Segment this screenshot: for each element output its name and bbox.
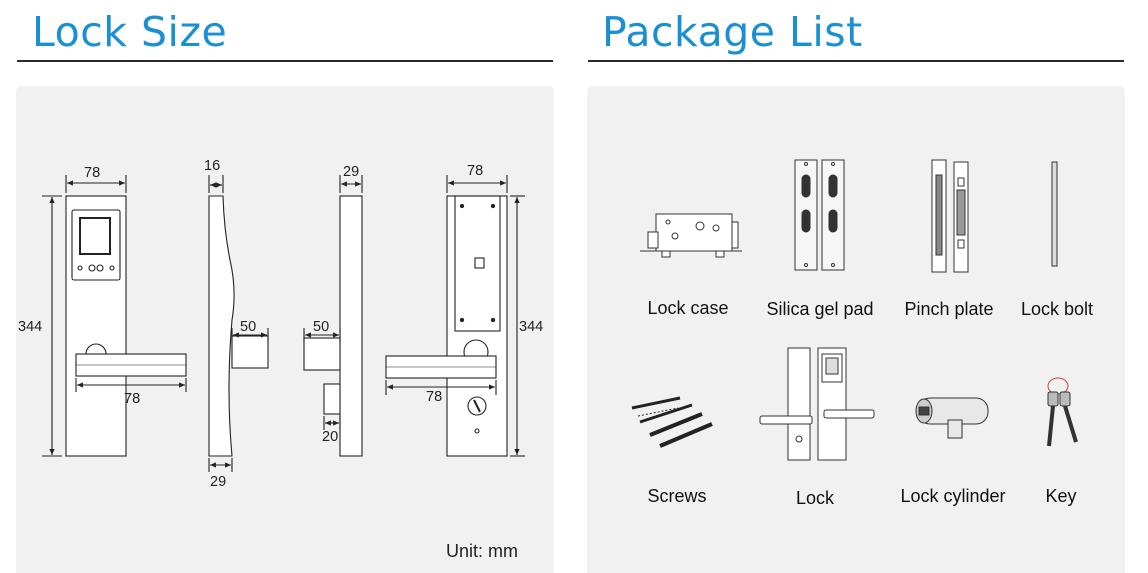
front-width-dim: 78 [84, 165, 100, 181]
pinch-plate-icon [931, 159, 969, 273]
lock-case-icon [640, 213, 742, 258]
front-handle-dim: 78 [124, 391, 140, 407]
lock-size-divider [17, 60, 553, 62]
pkg-label-silica-gel-pad: Silica gel pad [766, 299, 874, 319]
pkg-label-lock-bolt: Lock bolt [1020, 299, 1094, 319]
package-list-divider [588, 60, 1124, 62]
pkg-label-screws: Screws [647, 486, 707, 506]
pkg-label-lock: Lock [795, 488, 835, 508]
side-bottom-dim: 29 [210, 474, 226, 490]
front-view [42, 175, 187, 457]
back-height-dim: 344 [519, 319, 543, 335]
side-view-2 [303, 175, 363, 457]
pkg-label-key: Key [1045, 486, 1077, 506]
back-width-dim: 78 [467, 163, 483, 179]
side2-spindle-dim: 50 [313, 319, 329, 335]
package-list-panel [587, 86, 1125, 573]
lock-cylinder-icon [915, 397, 989, 439]
side2-latch-dim: 20 [322, 429, 338, 445]
screws-icon [631, 396, 713, 448]
pkg-label-lock-case: Lock case [647, 298, 729, 318]
pkg-label-lock-cylinder: Lock cylinder [900, 486, 1006, 506]
side-view [208, 175, 269, 472]
side2-top-dim: 29 [343, 164, 359, 180]
package-list-title: Package List [602, 8, 863, 56]
key-icon [1047, 377, 1078, 447]
pkg-label-pinch-plate: Pinch plate [904, 299, 994, 319]
back-handle-dim: 78 [426, 389, 442, 405]
side-spindle-dim: 50 [240, 319, 256, 335]
lock-bolt-icon [1051, 161, 1058, 267]
unit-label: Unit: mm [446, 541, 518, 561]
side-thickness-dim: 16 [204, 158, 220, 174]
lock-icon [759, 347, 875, 461]
lock-size-title: Lock Size [32, 8, 228, 56]
back-view [385, 175, 525, 457]
silica-gel-pad-icon [794, 159, 845, 271]
front-height-dim: 344 [18, 319, 42, 335]
